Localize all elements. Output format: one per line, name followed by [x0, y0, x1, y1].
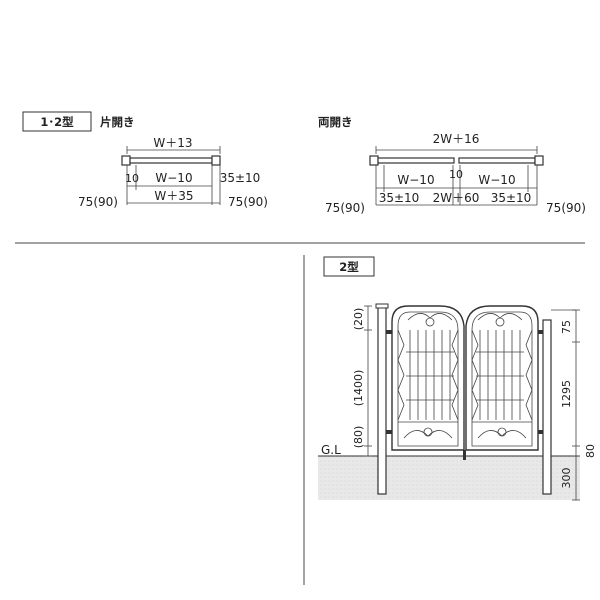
single-top-dim: W＋13	[153, 136, 192, 150]
type-2-section: 2型 G.L (20) (1400) (80)	[318, 256, 597, 501]
double-inner-left-dim: W−10	[397, 173, 434, 187]
type-1-2-section: 1･2型 片開き W＋13 10 W−10 35±10 W	[22, 111, 586, 215]
gate-post-left-cap	[375, 303, 389, 309]
left-dim-top: (20)	[352, 308, 365, 331]
right-dim-lower: 80	[584, 444, 597, 458]
double-offset-left-dim: 35±10	[379, 191, 420, 205]
single-gate-leaf	[129, 157, 213, 164]
double-offset-right-dim: 35±10	[491, 191, 532, 205]
single-gap-dim: 10	[125, 172, 139, 185]
gate-leaf-right	[465, 305, 539, 451]
right-dim-foundation: 300	[560, 468, 573, 489]
hinge-lower-right	[538, 430, 543, 434]
double-post-left	[369, 155, 379, 166]
double-gap-dim: 10	[449, 168, 463, 181]
right-dimension-chain: 75 1295 80 300	[551, 309, 597, 501]
ground-area	[318, 456, 580, 500]
single-post-right-dim: 75(90)	[228, 195, 268, 209]
double-gate-leaf-left	[377, 157, 455, 164]
right-dim-middle: 1295	[560, 380, 573, 408]
left-dim-middle: (1400)	[352, 370, 365, 407]
hinge-upper-right	[538, 330, 543, 334]
single-post-left-dim: 75(90)	[78, 195, 118, 209]
double-inner-right-dim: W−10	[478, 173, 515, 187]
type-2-tag-box	[323, 256, 375, 277]
type-2-tag: 2型	[339, 260, 359, 274]
hinge-upper-left	[386, 330, 392, 334]
double-post-left-dim: 75(90)	[325, 201, 365, 215]
type-1-2-tag-box	[22, 111, 92, 132]
double-swing-plan: 両開き 2W＋16 W−10 10 W−10 35	[318, 115, 586, 215]
right-dim-top: 75	[560, 320, 573, 334]
double-post-right-dim: 75(90)	[546, 201, 586, 215]
double-post-right	[534, 155, 544, 166]
ground-level-label: G.L	[321, 443, 341, 457]
single-swing-title: 片開き	[100, 115, 135, 129]
single-post-left	[121, 155, 131, 166]
gate-post-right	[542, 319, 552, 495]
single-inner-dim: W−10	[155, 171, 192, 185]
double-bottom-dim: 2W＋60	[433, 191, 480, 205]
single-offset-dim: 35±10	[220, 171, 261, 185]
double-gate-leaf-right	[458, 157, 536, 164]
gate-post-left	[377, 306, 387, 495]
drop-rod	[463, 450, 466, 460]
single-bottom-dim: W＋35	[154, 189, 193, 203]
left-dim-bottom: (80)	[352, 426, 365, 449]
single-post-right	[211, 155, 221, 166]
gate-leaf-left	[391, 305, 465, 451]
hinge-lower-left	[386, 430, 392, 434]
type-1-2-tag: 1･2型	[40, 115, 74, 129]
double-top-dim: 2W＋16	[433, 132, 480, 146]
double-swing-title: 両開き	[318, 115, 353, 129]
left-dimension-chain: (20) (1400) (80)	[352, 305, 372, 457]
single-swing-plan: 片開き W＋13 10 W−10 35±10 W＋35 75(90)	[78, 115, 268, 209]
